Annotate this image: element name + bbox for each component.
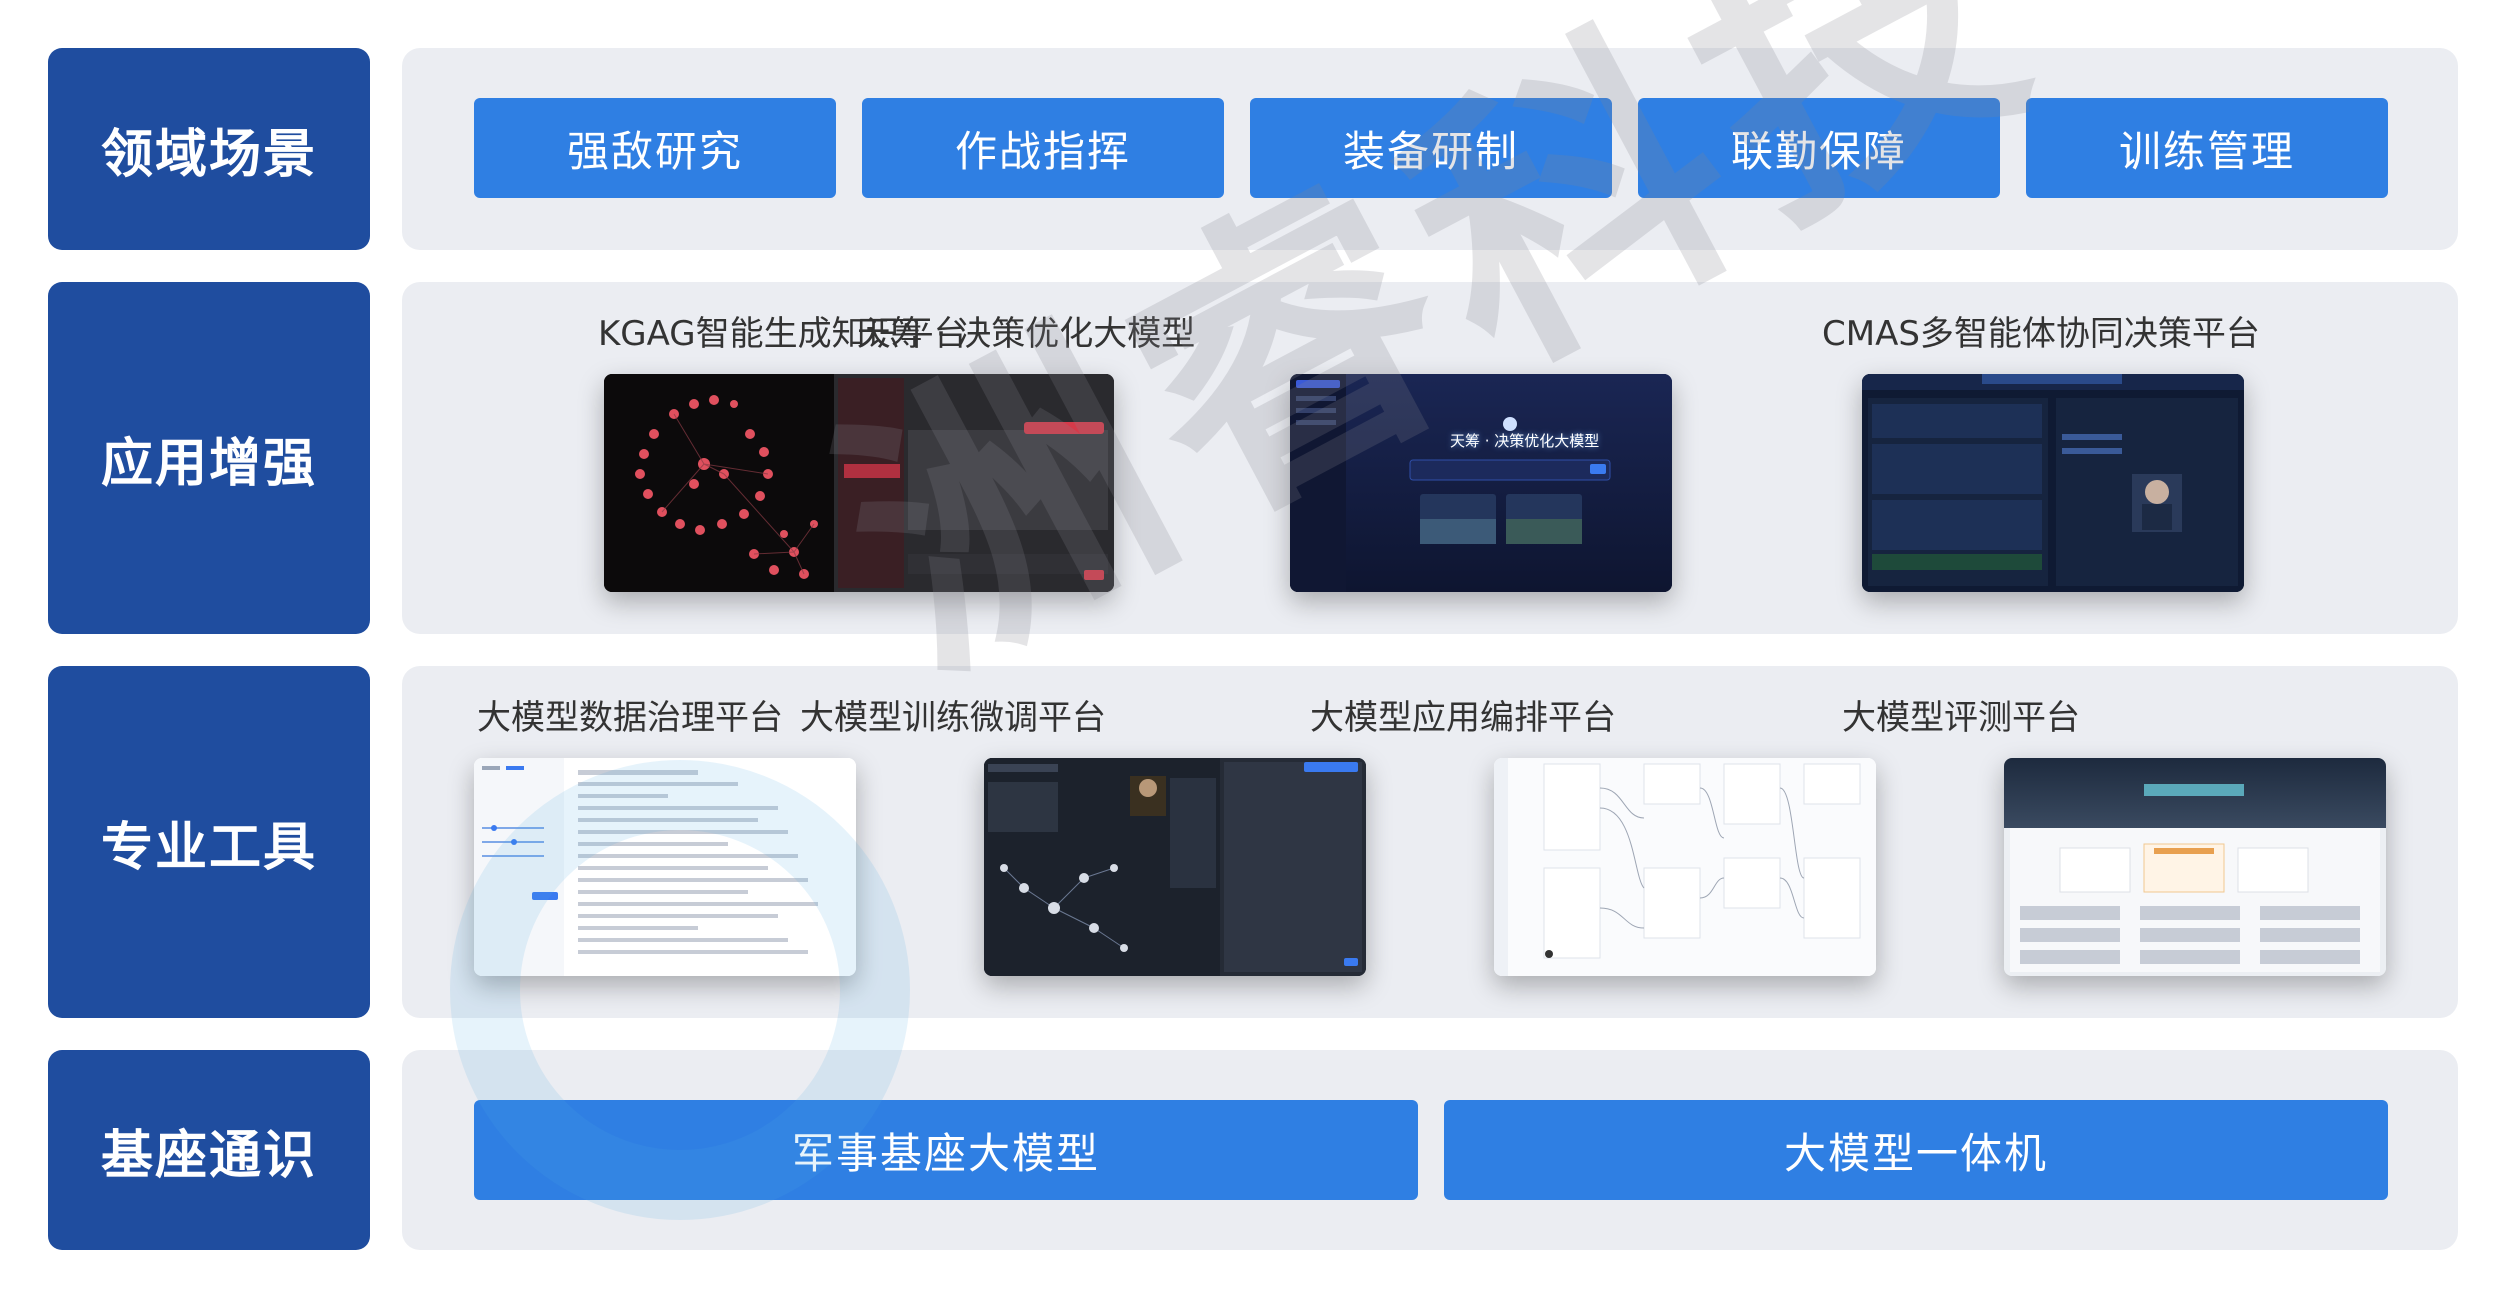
platform-title-data-governance: 大模型数据治理平台: [477, 698, 783, 738]
platform-title-kgag: KGAG智能生成知识平台: [598, 314, 968, 354]
screenshot-cmas: [1862, 374, 2244, 592]
tianchou-ui-image: [1290, 374, 1672, 592]
domain-item-4[interactable]: 训练管理: [2026, 98, 2388, 198]
row-label-tools: 专业工具: [48, 666, 370, 1018]
screenshot-orchestration: [1494, 758, 1876, 976]
data-governance-ui-image: [474, 758, 856, 976]
row-label-application: 应用增强: [48, 282, 370, 634]
platform-title-evaluation: 大模型评测平台: [1842, 698, 2080, 738]
row-label-domain: 领域场景: [48, 48, 370, 250]
screenshot-data-governance: [474, 758, 856, 976]
orchestration-ui-image: [1494, 758, 1876, 976]
foundation-item-0[interactable]: 军事基座大模型: [474, 1100, 1418, 1200]
domain-panel: 强敌研究 作战指挥 装备研制 联勤保障 训练管理: [402, 48, 2458, 250]
platform-title-training: 大模型训练微调平台: [800, 698, 1106, 738]
evaluation-ui-image: [2004, 758, 2386, 976]
domain-item-3[interactable]: 联勤保障: [1638, 98, 2000, 198]
domain-item-0[interactable]: 强敌研究: [474, 98, 836, 198]
platform-title-orchestration: 大模型应用编排平台: [1310, 698, 1616, 738]
tianchou-screen-title: 天筹 · 决策优化大模型: [1450, 432, 1600, 450]
foundation-panel: 军事基座大模型 大模型一体机: [402, 1050, 2458, 1250]
row-label-foundation: 基座通识: [48, 1050, 370, 1250]
application-panel: KGAG智能生成知识平台 天筹 · 决策优化大模型 CMAS多智能体协同决策平台: [402, 282, 2458, 634]
foundation-item-1[interactable]: 大模型一体机: [1444, 1100, 2388, 1200]
screenshot-training: [984, 758, 1366, 976]
screenshot-evaluation: [2004, 758, 2386, 976]
platform-title-cmas: CMAS多智能体协同决策平台: [1822, 314, 2260, 354]
kgag-graph-image: [604, 374, 1114, 592]
domain-item-1[interactable]: 作战指挥: [862, 98, 1224, 198]
screenshot-kgag: [604, 374, 1114, 592]
platform-title-tianchou: 天筹 · 决策优化大模型: [856, 314, 1196, 354]
screenshot-tianchou: 天筹 · 决策优化大模型: [1290, 374, 1672, 592]
domain-item-2[interactable]: 装备研制: [1250, 98, 1612, 198]
cmas-ui-image: [1862, 374, 2244, 592]
tools-panel: 大模型数据治理平台 大模型训练微调平台 大模型应用编排平台 大模型评测平台: [402, 666, 2458, 1018]
training-ui-image: [984, 758, 1366, 976]
